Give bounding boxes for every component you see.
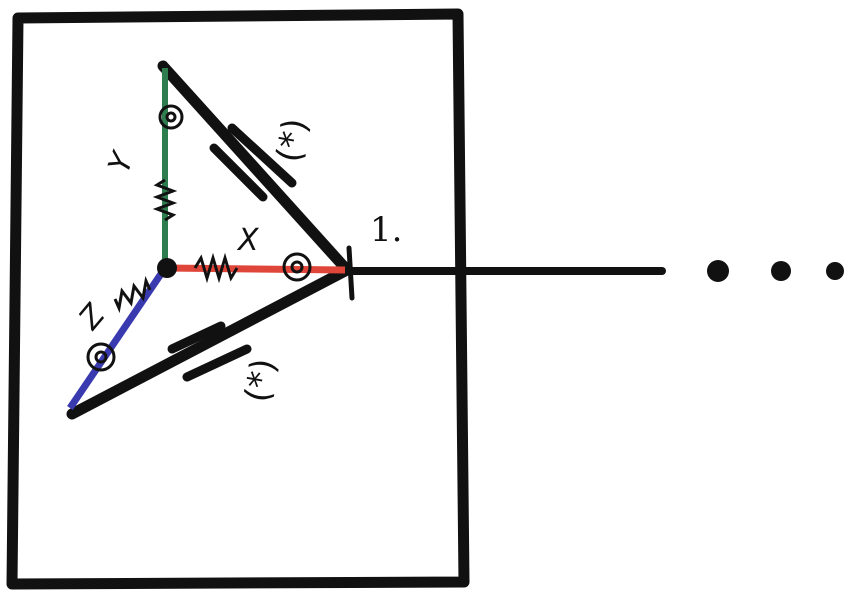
- point-number-label: 1.: [370, 210, 402, 250]
- continuation-dot-1: [707, 260, 729, 282]
- continuation-dot-3: [826, 262, 844, 280]
- bond-label-top: (*): [269, 115, 316, 165]
- bond-mark-top: [209, 143, 268, 202]
- continuation-dot-2: [771, 261, 791, 281]
- spring-z: [113, 275, 152, 314]
- spring-x: [193, 252, 239, 284]
- origin-node: [157, 258, 177, 278]
- bond-label-bottom: (*): [237, 355, 284, 405]
- triangle-edge-top: [157, 60, 353, 276]
- triangle-edge-bottom: [66, 264, 353, 420]
- bond-mark-bottom-2: [182, 344, 252, 382]
- outer-frame: [6, 8, 470, 590]
- axis-z-label: Z: [72, 297, 114, 337]
- axis-x-line: [164, 264, 346, 274]
- axis-z-line: [67, 266, 168, 410]
- axis-x-label: X: [236, 223, 260, 258]
- axis-y-label: Y: [102, 146, 142, 178]
- rotation-symbol-y: [158, 104, 184, 130]
- rotation-symbol-z: [86, 342, 116, 372]
- rotation-symbol-x: [282, 252, 312, 282]
- bond-mark-top-2: [227, 123, 297, 188]
- spring-y: [152, 178, 178, 222]
- bond-mark-bottom: [167, 321, 226, 354]
